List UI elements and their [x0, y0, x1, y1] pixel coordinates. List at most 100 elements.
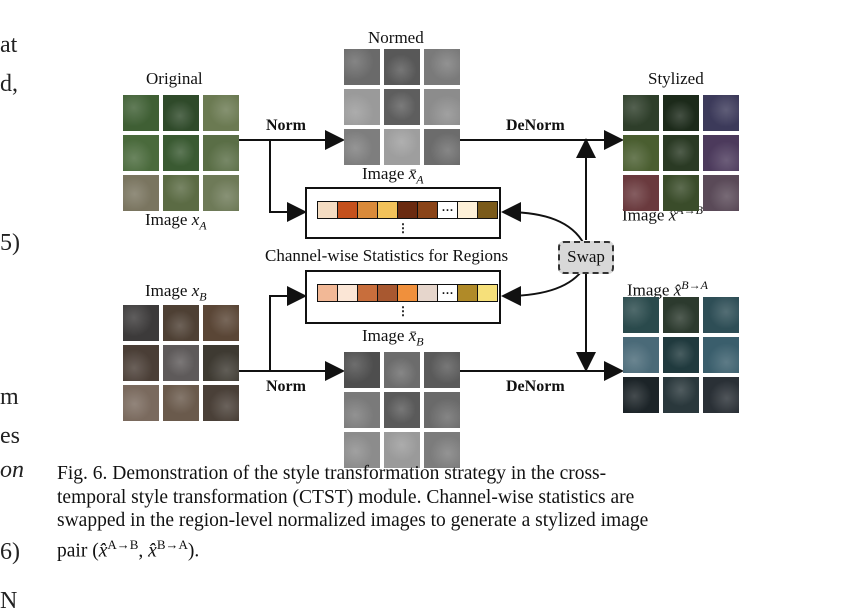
image-tile — [663, 95, 699, 131]
image-tile — [703, 95, 739, 131]
image-tile — [424, 129, 460, 165]
label-image-xb: Image xB — [145, 281, 207, 304]
image-tile — [424, 89, 460, 125]
color-swatch — [418, 202, 438, 218]
label-stylized: Stylized — [648, 69, 704, 88]
caption-line-4: pair (x̂A→B, x̂B→A). — [57, 536, 200, 562]
color-swatch — [378, 285, 398, 301]
image-tile — [123, 175, 159, 211]
color-swatch — [418, 285, 438, 301]
image-tile — [384, 129, 420, 165]
color-swatch — [318, 285, 338, 301]
label-image-stylized-ba: Image x̂B→A — [627, 278, 708, 300]
image-tile — [424, 392, 460, 428]
image-tile — [623, 337, 659, 373]
image-tile — [123, 95, 159, 131]
swatch-ellipsis: ··· — [438, 202, 458, 218]
margin-fragment-8: N — [0, 588, 18, 614]
color-swatch — [338, 285, 358, 301]
image-tile — [623, 377, 659, 413]
image-tile — [703, 377, 739, 413]
image-tile — [344, 392, 380, 428]
color-swatch — [338, 202, 358, 218]
label-channel-stats: Channel-wise Statistics for Regions — [265, 246, 509, 265]
caption-line-3: swapped in the region-level normalized i… — [57, 510, 649, 531]
image-tile — [344, 89, 380, 125]
image-tile — [163, 95, 199, 131]
image-tile — [123, 345, 159, 381]
vdots-b: ⋮ — [397, 304, 409, 318]
image-tile — [384, 49, 420, 85]
image-tile — [424, 352, 460, 388]
image-tile — [203, 305, 239, 341]
image-tile — [663, 175, 699, 211]
margin-fragment-1: at — [0, 32, 18, 58]
grid-normed-bottom — [344, 352, 460, 468]
stats-box-b: ··· ⋮ — [305, 270, 501, 324]
color-swatch — [458, 285, 478, 301]
label-image-mean-a: Image x̄A — [362, 164, 424, 187]
image-tile — [623, 135, 659, 171]
arrow-to-stats-a — [269, 140, 307, 222]
image-tile — [623, 175, 659, 211]
color-swatch — [478, 285, 497, 301]
color-swatch — [398, 202, 418, 218]
margin-fragment-5: es — [0, 423, 20, 449]
image-tile — [344, 352, 380, 388]
image-tile — [663, 377, 699, 413]
swatch-row-a: ··· — [317, 201, 498, 219]
label-norm-bottom: Norm — [266, 378, 306, 395]
label-original: Original — [146, 69, 203, 88]
figure-arrows — [238, 130, 624, 381]
image-tile — [344, 432, 380, 468]
swap-box: Swap — [558, 241, 614, 274]
image-tile — [344, 49, 380, 85]
grid-stylized-ab — [623, 95, 739, 211]
image-tile — [623, 297, 659, 333]
image-tile — [703, 175, 739, 211]
label-image-mean-b: Image x̄B — [362, 326, 424, 349]
color-swatch — [378, 202, 398, 218]
color-swatch — [398, 285, 418, 301]
color-swatch — [458, 202, 478, 218]
caption-line-2: temporal style transformation (CTST) mod… — [57, 486, 635, 508]
image-tile — [623, 95, 659, 131]
vdots-a: ⋮ — [397, 221, 409, 235]
image-tile — [384, 392, 420, 428]
color-swatch — [358, 202, 378, 218]
image-tile — [703, 297, 739, 333]
margin-fragment-2: d, — [0, 71, 18, 97]
image-tile — [203, 345, 239, 381]
figure-caption: Fig. 6. Demonstration of the style trans… — [57, 462, 807, 563]
image-tile — [163, 135, 199, 171]
image-tile — [203, 135, 239, 171]
image-tile — [123, 305, 159, 341]
margin-fragment-3: 5) — [0, 230, 20, 256]
color-swatch — [358, 285, 378, 301]
image-tile — [663, 297, 699, 333]
image-tile — [384, 89, 420, 125]
image-tile — [203, 95, 239, 131]
image-tile — [703, 337, 739, 373]
image-tile — [163, 175, 199, 211]
image-tile — [384, 352, 420, 388]
label-denorm-top: DeNorm — [506, 117, 565, 134]
image-tile — [163, 305, 199, 341]
image-tile — [203, 385, 239, 421]
label-denorm-bottom: DeNorm — [506, 378, 565, 395]
swatch-ellipsis: ··· — [438, 285, 458, 301]
color-swatch — [478, 202, 497, 218]
swatch-row-b: ··· — [317, 284, 498, 302]
margin-fragment-7: 6) — [0, 539, 20, 565]
grid-original-b — [123, 305, 239, 421]
image-tile — [163, 385, 199, 421]
image-tile — [163, 345, 199, 381]
arrow-swap-to-a — [501, 202, 585, 245]
color-swatch — [318, 202, 338, 218]
image-tile — [384, 432, 420, 468]
stats-box-a: ··· ⋮ — [305, 187, 501, 239]
image-tile — [203, 175, 239, 211]
grid-stylized-ba — [623, 297, 739, 413]
grid-original-a — [123, 95, 239, 211]
arrow-to-stats-b — [269, 286, 307, 371]
